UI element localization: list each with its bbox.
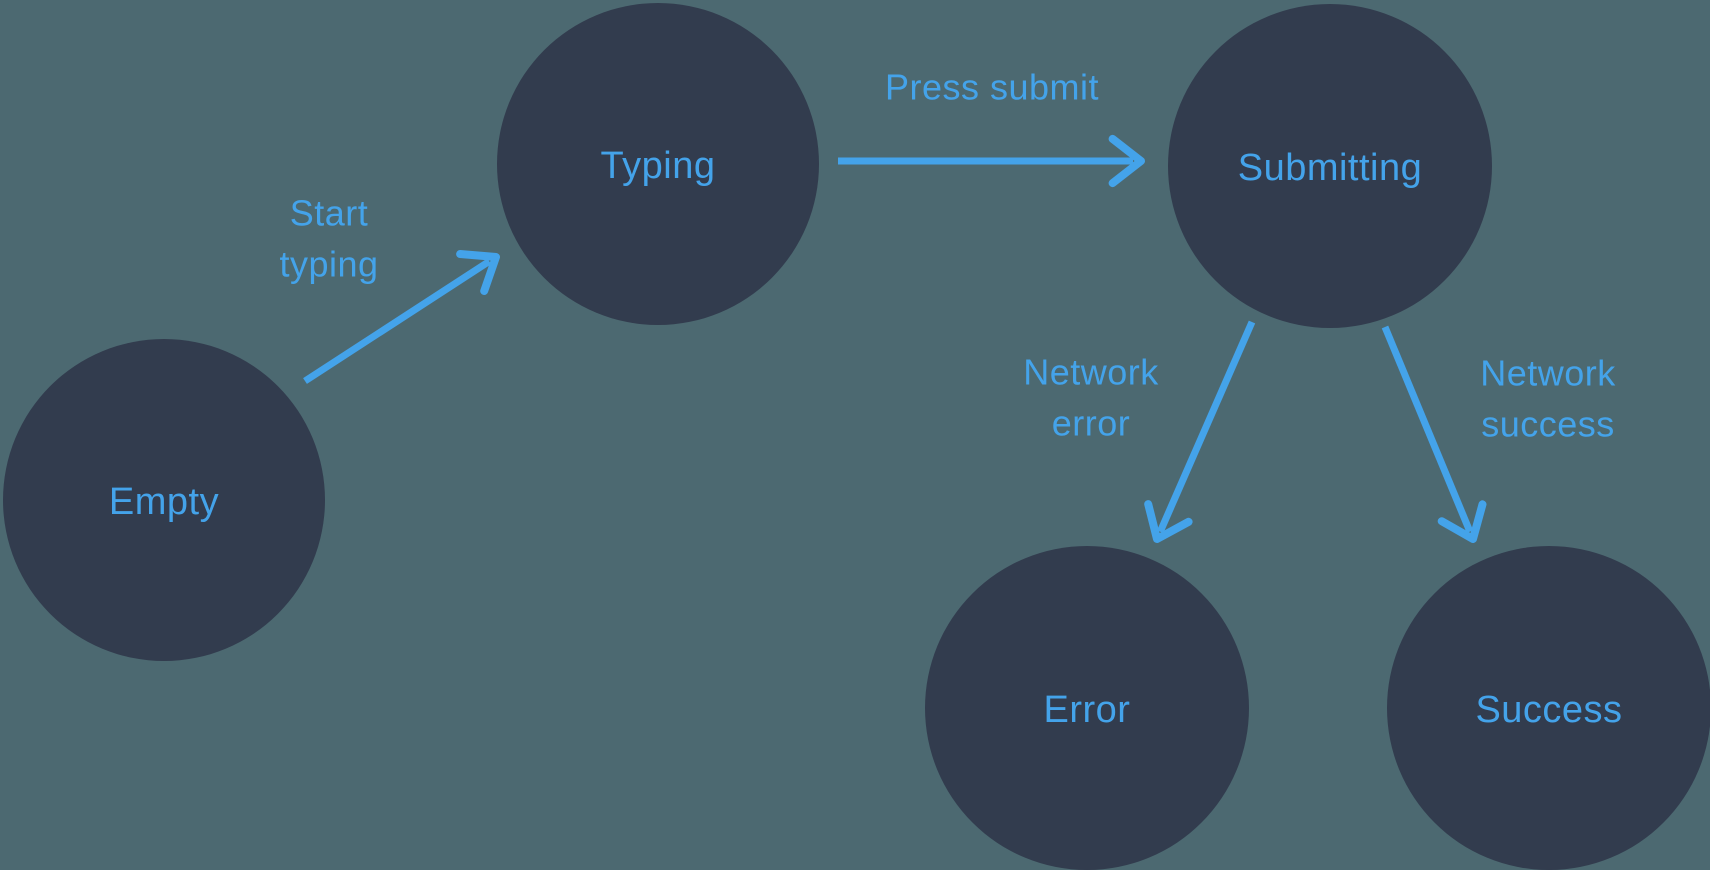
transition-label-network-error-line2: error (1052, 403, 1131, 444)
arrowhead-icon (456, 250, 500, 295)
transition-label-network-success-line2: success (1481, 404, 1615, 445)
arrowhead-icon (1144, 500, 1193, 543)
transition-label-press-submit-line1: Press submit (885, 67, 1099, 108)
state-node-success: Success (1387, 546, 1710, 870)
state-circle-empty (3, 339, 325, 661)
state-circle-typing (497, 3, 819, 325)
transition-start-typing: Start typing (279, 193, 500, 384)
transition-label-network-success-line1: Network (1480, 353, 1616, 394)
transition-network-success: Network success (1381, 325, 1616, 543)
state-label-typing: Typing (601, 145, 716, 187)
arrow-shaft-network-error (1157, 320, 1256, 534)
arrow-shaft-start-typing (303, 258, 492, 384)
state-circle-submitting (1168, 4, 1492, 328)
state-label-success: Success (1475, 689, 1622, 731)
arrowhead-icon (1437, 500, 1487, 543)
transition-label-network-error-line1: Network (1023, 352, 1159, 393)
arrowhead-icon (1108, 134, 1145, 188)
state-label-submitting: Submitting (1238, 147, 1423, 189)
state-node-submitting: Submitting (1168, 4, 1492, 328)
state-label-empty: Empty (109, 481, 219, 523)
transition-network-error: Network error (1023, 320, 1256, 543)
state-node-typing: Typing (497, 3, 819, 325)
state-node-empty: Empty (3, 339, 325, 661)
transition-press-submit: Press submit (838, 67, 1145, 188)
state-circle-success (1387, 546, 1710, 870)
state-circle-error (925, 546, 1249, 870)
transition-label-start-typing-line2: typing (279, 244, 378, 285)
arrow-shaft-network-success (1381, 325, 1474, 533)
state-label-error: Error (1044, 689, 1131, 731)
state-node-error: Error (925, 546, 1249, 870)
transition-label-start-typing-line1: Start (290, 193, 369, 234)
